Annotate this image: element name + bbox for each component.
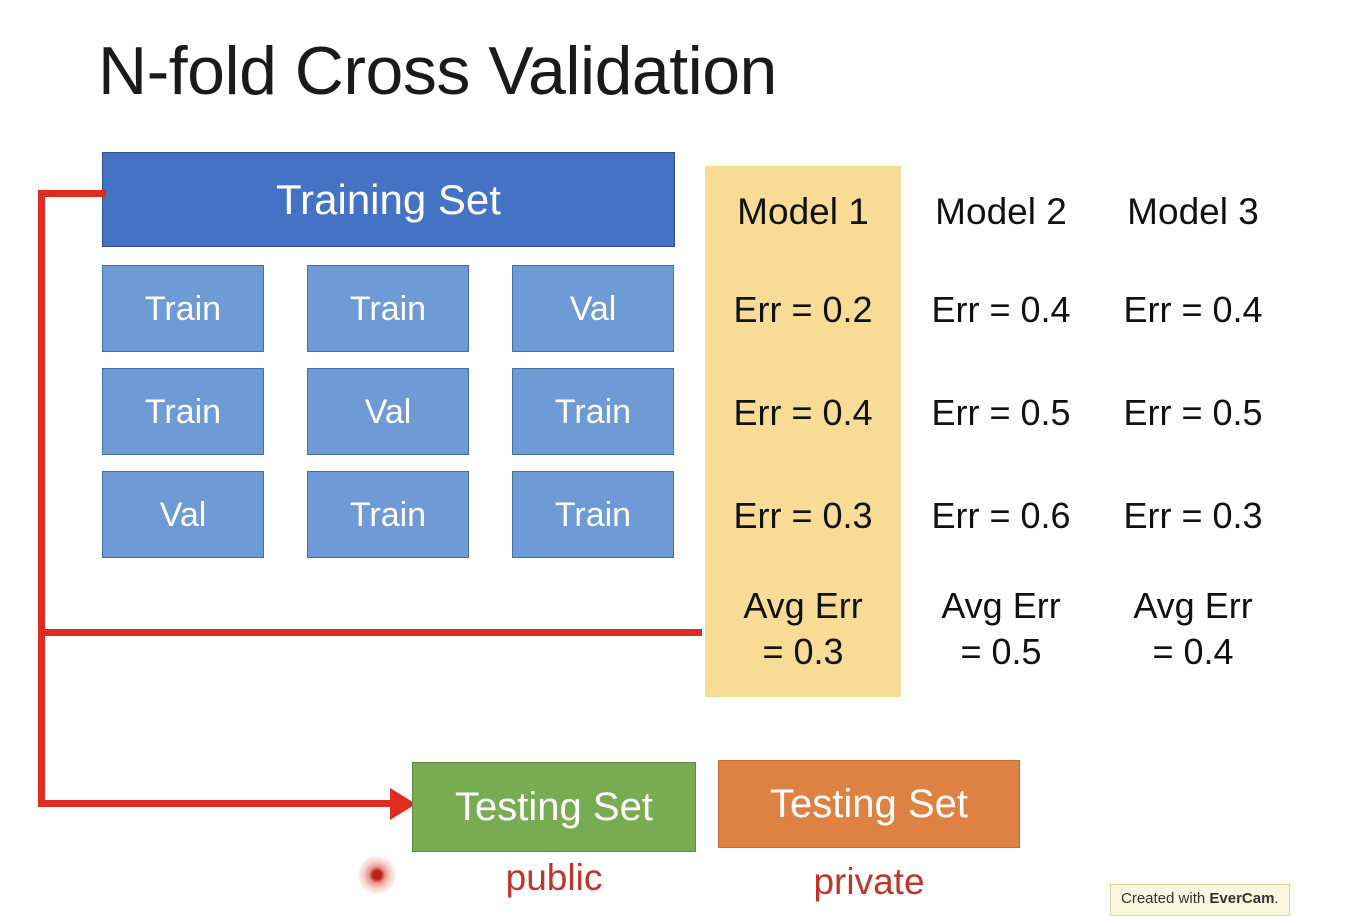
fold-cell-label: Val (159, 495, 207, 534)
model-error-value: Err = 0.3 (733, 494, 873, 536)
testing-set-public-label: Testing Set (455, 785, 653, 829)
model-average-label: Avg Err (743, 585, 863, 626)
fold-cell: Val (307, 368, 469, 455)
model-1-highlight-band (705, 166, 901, 697)
fold-cell-label: Train (349, 289, 427, 328)
watermark-prefix: Created with (1121, 890, 1210, 907)
connector-middle-branch (38, 629, 702, 636)
evercam-watermark: Created with EverCam. (1110, 884, 1290, 916)
model-error-value: Err = 0.5 (931, 391, 1071, 433)
fold-cell: Train (512, 471, 674, 558)
model-average-error: Avg Err = 0.4 (1133, 567, 1252, 697)
testing-set-private-block: Testing Set (718, 760, 1020, 848)
model-average-error: Avg Err = 0.3 (743, 567, 862, 697)
model-average-error: Avg Err = 0.5 (941, 567, 1060, 697)
fold-cell-label: Train (554, 392, 632, 431)
model-name: Model 3 (1127, 191, 1259, 232)
fold-cell: Train (102, 265, 264, 352)
training-set-label: Training Set (276, 175, 501, 223)
model-error-value: Err = 0.5 (1123, 391, 1263, 433)
watermark-brand: EverCam (1209, 890, 1275, 907)
fold-cell: Train (512, 368, 674, 455)
fold-cell-label: Train (349, 495, 427, 534)
model-error-value: Err = 0.2 (733, 288, 873, 330)
model-name: Model 1 (737, 191, 869, 232)
arrow-head-icon (390, 788, 416, 820)
fold-cell: Val (102, 471, 264, 558)
model-error-value: Err = 0.4 (1123, 288, 1263, 330)
connector-bottom-branch (38, 800, 403, 807)
fold-cell: Train (102, 368, 264, 455)
fold-cell: Val (512, 265, 674, 352)
cursor-highlight-dot (358, 856, 396, 894)
testing-set-private-caption: private (813, 861, 925, 902)
fold-row: Train Train Val (102, 265, 675, 352)
model-average-label: Avg Err (1133, 585, 1253, 626)
model-column-2: Model 2 Err = 0.4 Err = 0.5 Err = 0.6 Av… (901, 166, 1101, 697)
testing-set-private-label: Testing Set (770, 782, 968, 826)
fold-cell-label: Val (569, 289, 617, 328)
connector-vertical-line (38, 190, 45, 807)
fold-row: Train Val Train (102, 368, 675, 455)
fold-grid: Train Train Val Train Val Train Val Trai… (102, 265, 675, 574)
fold-row: Val Train Train (102, 471, 675, 558)
model-name: Model 2 (935, 191, 1067, 232)
page-title: N-fold Cross Validation (98, 33, 777, 109)
testing-set-public-block: Testing Set (412, 762, 696, 852)
model-error-value: Err = 0.4 (733, 391, 873, 433)
model-error-value: Err = 0.3 (1123, 494, 1263, 536)
model-results-table: Model 1 Err = 0.2 Err = 0.4 Err = 0.3 Av… (705, 166, 1285, 697)
testing-set-public-caption: public (505, 857, 603, 898)
model-average-value: = 0.3 (762, 631, 844, 672)
model-column-3: Model 3 Err = 0.4 Err = 0.5 Err = 0.3 Av… (1101, 166, 1285, 697)
model-average-value: = 0.5 (960, 631, 1042, 672)
fold-cell-label: Val (364, 392, 412, 431)
model-error-value: Err = 0.6 (931, 494, 1071, 536)
watermark-suffix: . (1274, 890, 1279, 907)
model-error-value: Err = 0.4 (931, 288, 1071, 330)
model-column-1: Model 1 Err = 0.2 Err = 0.4 Err = 0.3 Av… (705, 166, 901, 697)
connector-top-branch (38, 190, 106, 197)
fold-cell-label: Train (554, 495, 632, 534)
fold-cell: Train (307, 265, 469, 352)
training-set-block: Training Set (102, 152, 675, 247)
model-average-label: Avg Err (941, 585, 1061, 626)
fold-cell: Train (307, 471, 469, 558)
fold-cell-label: Train (144, 289, 222, 328)
fold-cell-label: Train (144, 392, 222, 431)
model-average-value: = 0.4 (1152, 631, 1234, 672)
